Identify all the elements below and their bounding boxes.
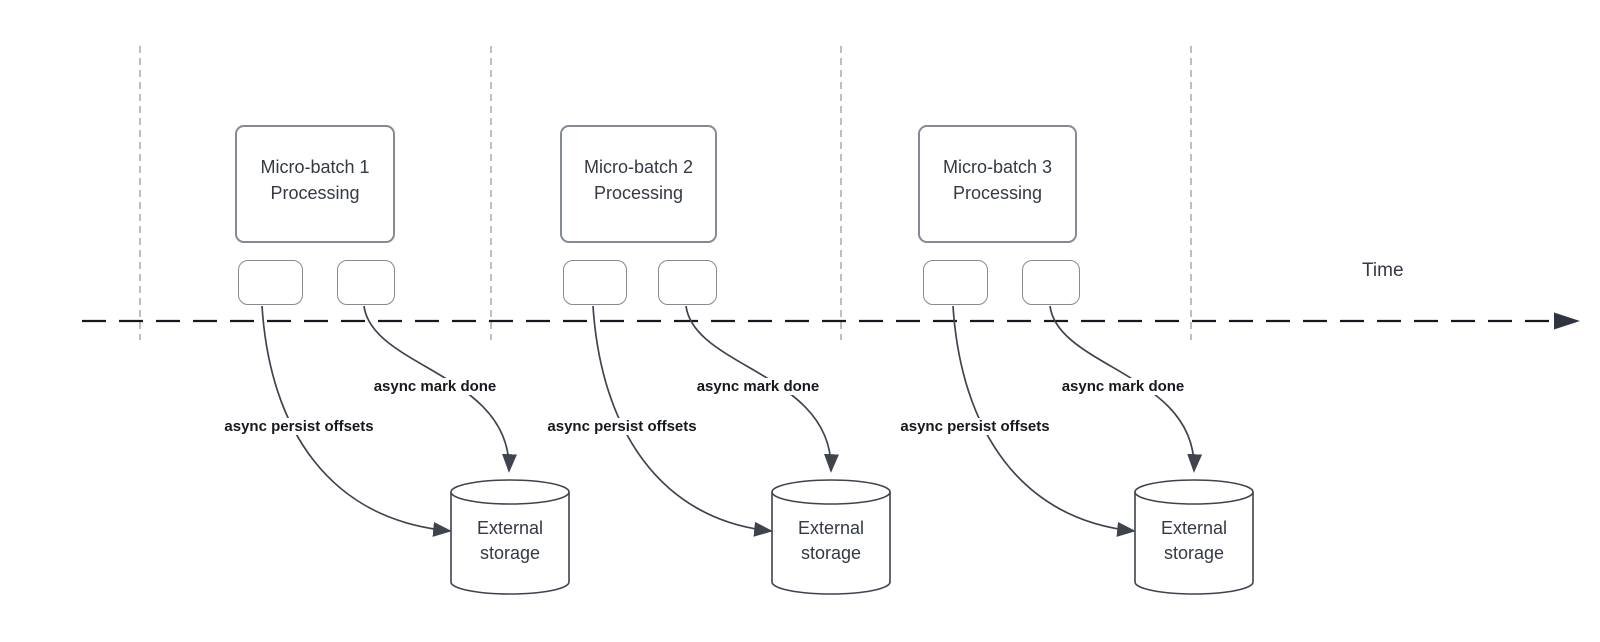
storage-cylinder-3 <box>1134 479 1254 595</box>
micro-batch-1-title-line2: Processing <box>270 183 360 203</box>
cylinder-top <box>771 479 891 505</box>
mark-done-label-1: async mark done <box>369 378 501 395</box>
storage-label-1: External storage <box>477 516 543 566</box>
persist-offsets-label-2: async persist offsets <box>543 418 701 435</box>
storage-cylinder-1 <box>450 479 570 595</box>
persist-offsets-label-3: async persist offsets <box>896 418 1054 435</box>
storage-label-2-line2: storage <box>800 543 862 563</box>
time-axis-label: Time <box>1362 260 1404 281</box>
persist-task-box-2 <box>563 260 627 305</box>
persist-offsets-label-1: async persist offsets <box>220 418 378 435</box>
micro-batch-2-title-line2: Processing <box>593 183 684 203</box>
mark-done-arrow-2 <box>685 305 839 473</box>
done-task-box-2 <box>658 260 717 305</box>
storage-label-3: External storage <box>1161 516 1227 566</box>
storage-label-2-line1: External <box>797 518 865 538</box>
cylinder-body <box>450 492 570 595</box>
micro-batch-1-box: Micro-batch 1 Processing <box>235 125 395 243</box>
mark-done-label-2: async mark done <box>692 378 824 395</box>
micro-batch-3-title-line1: Micro-batch 3 <box>942 157 1053 177</box>
storage-label-1-line2: storage <box>479 543 541 563</box>
storage-label-2: External storage <box>798 516 864 566</box>
storage-cylinder-2 <box>771 479 891 595</box>
storage-label-1-line1: External <box>476 518 544 538</box>
persist-offsets-arrow-3 <box>952 305 1136 537</box>
done-task-box-1 <box>337 260 395 305</box>
cylinder-body <box>771 492 891 595</box>
persist-offsets-arrow-2 <box>592 305 773 537</box>
persist-task-box-3 <box>923 260 988 305</box>
done-task-box-3 <box>1022 260 1080 305</box>
mark-done-arrow-3 <box>1049 305 1203 473</box>
mark-done-label-3: async mark done <box>1057 378 1189 395</box>
storage-label-3-line2: storage <box>1163 543 1225 563</box>
micro-batch-3-title-line2: Processing <box>952 183 1043 203</box>
cylinder-top <box>450 479 570 505</box>
cylinder-body <box>1134 492 1254 595</box>
storage-label-3-line1: External <box>1160 518 1228 538</box>
time-axis-arrowhead-icon <box>1554 312 1580 330</box>
persist-task-box-1 <box>238 260 303 305</box>
micro-batch-1-title-line1: Micro-batch 1 <box>260 157 370 177</box>
mark-done-arrow-1 <box>363 305 517 473</box>
cylinder-top <box>1134 479 1254 505</box>
micro-batch-2-box: Micro-batch 2 Processing <box>560 125 717 243</box>
persist-offsets-arrow-1 <box>261 305 452 537</box>
micro-batch-3-box: Micro-batch 3 Processing <box>918 125 1077 243</box>
micro-batch-2-title-line1: Micro-batch 2 <box>583 157 694 177</box>
